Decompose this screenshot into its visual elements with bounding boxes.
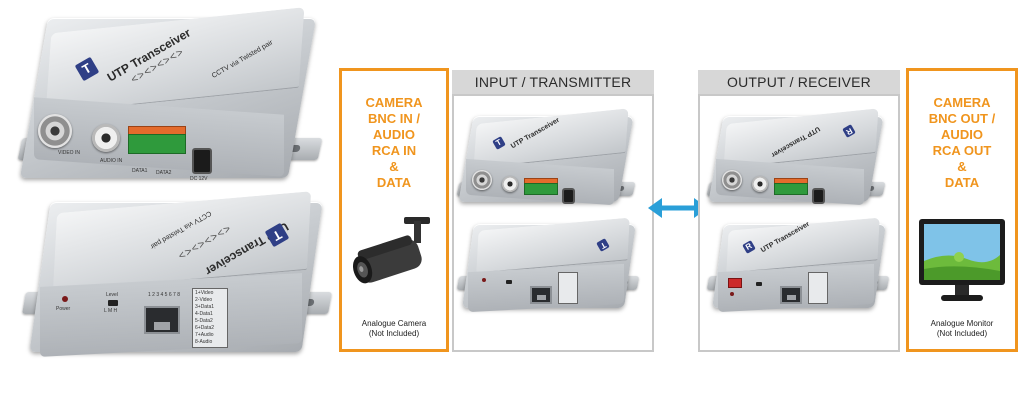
pin-table bbox=[808, 272, 828, 304]
dc-jack-icon bbox=[562, 188, 575, 204]
terminal-block-icon bbox=[774, 183, 808, 195]
output-panel: UTP Transceiver R R UTP Transceiver bbox=[698, 94, 900, 352]
dip-switch-icon[interactable] bbox=[728, 278, 742, 288]
monitor-line-4: RCA OUT bbox=[932, 143, 992, 158]
pin-row: 1+Video bbox=[195, 290, 214, 296]
camera-line-2: BNC IN / bbox=[368, 111, 420, 126]
audio-in-label: AUDIO IN bbox=[100, 158, 123, 164]
monitor-caption-line-2: (Not Included) bbox=[936, 329, 988, 338]
data2-label: DATA2 bbox=[156, 170, 172, 176]
level-label: Level bbox=[106, 292, 118, 298]
pin-row: 5-Data2 bbox=[195, 318, 213, 324]
transmitter-device-small: T UTP Transceiver bbox=[456, 108, 648, 218]
dc-jack-icon bbox=[812, 188, 825, 204]
pin-row: 8-Audio bbox=[195, 339, 213, 345]
pin-table bbox=[558, 272, 578, 304]
receiver-device-large: CCTV via Twisted pair <><><><> UTP Trans… bbox=[22, 191, 340, 396]
input-panel-title: INPUT / TRANSMITTER bbox=[452, 70, 654, 94]
pin-row: 6+Data2 bbox=[195, 325, 215, 331]
pin-row: 2-Video bbox=[195, 297, 213, 303]
pin-row: 4-Data1 bbox=[195, 311, 213, 317]
rca-connector-icon bbox=[752, 176, 768, 192]
camera-line-6: DATA bbox=[376, 175, 412, 190]
transmitter-device-large: T UTP Transceiver <><><><> CCTV via Twis… bbox=[17, 7, 340, 198]
receiver-device-small: UTP Transceiver R bbox=[706, 108, 898, 218]
level-switch[interactable] bbox=[756, 282, 762, 286]
monitor-icon bbox=[919, 219, 1005, 301]
monitor-line-3: AUDIO bbox=[941, 127, 983, 142]
pin-row: 7+Audio bbox=[195, 332, 214, 338]
pin-table: 1+Video 2-Video 3+Data1 4-Data1 5-Data2 … bbox=[192, 288, 228, 348]
level-marks-label: L M H bbox=[104, 308, 118, 314]
monitor-caption-line-1: Analogue Monitor bbox=[930, 319, 994, 328]
data1-label: DATA1 bbox=[132, 168, 148, 174]
power-led-icon bbox=[482, 278, 486, 282]
monitor-info-box: CAMERA BNC OUT / AUDIO RCA OUT & DATA An… bbox=[906, 68, 1018, 352]
monitor-line-6: DATA bbox=[944, 175, 980, 190]
camera-icon bbox=[352, 217, 430, 284]
monitor-line-1: CAMERA bbox=[933, 95, 991, 110]
terminal-block-icon bbox=[524, 183, 558, 195]
rj45-port-icon bbox=[144, 306, 180, 334]
rj45-port-icon bbox=[530, 286, 552, 304]
bnc-connector-icon bbox=[38, 114, 72, 148]
rca-connector-icon bbox=[502, 176, 518, 192]
camera-caption-line-1: Analogue Camera bbox=[361, 319, 427, 328]
video-in-label: VIDEO IN bbox=[58, 150, 80, 156]
monitor-line-5: & bbox=[957, 159, 967, 174]
camera-info-box: CAMERA BNC IN / AUDIO RCA IN & DATA Anal… bbox=[339, 68, 449, 352]
dc-label: DC 12V bbox=[190, 176, 208, 182]
monitor-line-2: BNC OUT / bbox=[928, 111, 996, 126]
transmitter-rear-small: T bbox=[456, 217, 648, 330]
power-label: Power bbox=[56, 306, 71, 312]
terminal-block-icon bbox=[128, 134, 186, 154]
pin-row: 3+Data1 bbox=[195, 304, 215, 310]
dc-jack-icon bbox=[192, 148, 212, 174]
camera-line-1: CAMERA bbox=[365, 95, 423, 110]
level-switch[interactable] bbox=[506, 280, 512, 284]
pin-numbers-label: 1 2 3 4 5 6 7 8 bbox=[148, 292, 180, 298]
camera-line-4: RCA IN bbox=[371, 143, 417, 158]
camera-line-3: AUDIO bbox=[373, 127, 415, 142]
rj45-port-icon bbox=[780, 286, 802, 304]
bnc-connector-icon bbox=[722, 170, 742, 190]
output-panel-title: OUTPUT / RECEIVER bbox=[698, 70, 900, 94]
power-led-icon bbox=[730, 292, 734, 296]
rca-connector-icon bbox=[92, 124, 120, 152]
receiver-rear-small: R UTP Transceiver bbox=[706, 217, 898, 330]
bnc-connector-icon bbox=[472, 170, 492, 190]
camera-line-5: & bbox=[389, 159, 399, 174]
input-panel: T UTP Transceiver T bbox=[452, 94, 654, 352]
power-led-icon bbox=[62, 296, 68, 302]
level-switch[interactable] bbox=[108, 300, 118, 306]
camera-caption-line-2: (Not Included) bbox=[368, 329, 420, 338]
